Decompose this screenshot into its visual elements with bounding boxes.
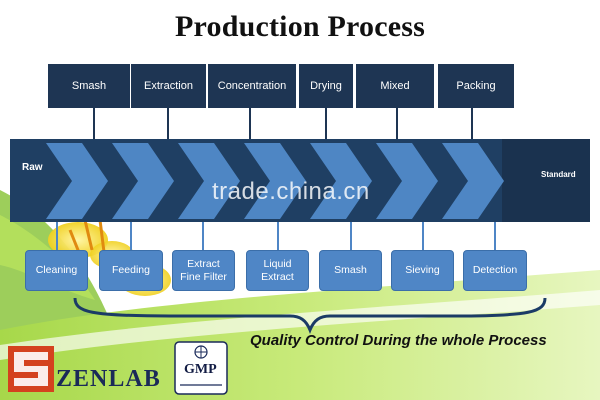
- quality-brace: [73, 297, 547, 335]
- top-step-packing: Packing: [438, 64, 514, 108]
- bottom-step-extract-fine-filter: Extract Fine Filter: [172, 250, 235, 291]
- gmp-badge-label: GMP: [184, 362, 217, 377]
- top-step-drying: Drying: [299, 64, 353, 108]
- top-step-smash: Smash: [48, 64, 130, 108]
- bottom-step-feeding: Feeding: [99, 250, 163, 291]
- top-connectors: [93, 108, 473, 139]
- gmp-badge-icon: [174, 341, 228, 395]
- watermark-text: trade.china.cn: [212, 178, 370, 205]
- bottom-step-sieving: Sieving: [391, 250, 454, 291]
- chevron-arrows: [46, 143, 504, 219]
- quality-control-caption: Quality Control During the whole Process: [250, 332, 547, 349]
- zenlab-logo-icon: [8, 346, 54, 392]
- top-step-concentration: Concentration: [208, 64, 296, 108]
- bottom-step-detection: Detection: [463, 250, 527, 291]
- diagram-title: Production Process: [175, 10, 425, 43]
- top-step-mixed: Mixed: [356, 64, 434, 108]
- top-step-extraction: Extraction: [131, 64, 206, 108]
- band-start-label: Raw: [22, 162, 43, 173]
- bottom-step-smash: Smash: [319, 250, 382, 291]
- bottom-step-liquid-extract: Liquid Extract: [246, 250, 309, 291]
- bottom-step-cleaning: Cleaning: [25, 250, 88, 291]
- bottom-connectors: [56, 222, 496, 250]
- band-end-label: Standard: [541, 170, 576, 179]
- brand-name: ZENLAB: [56, 366, 161, 392]
